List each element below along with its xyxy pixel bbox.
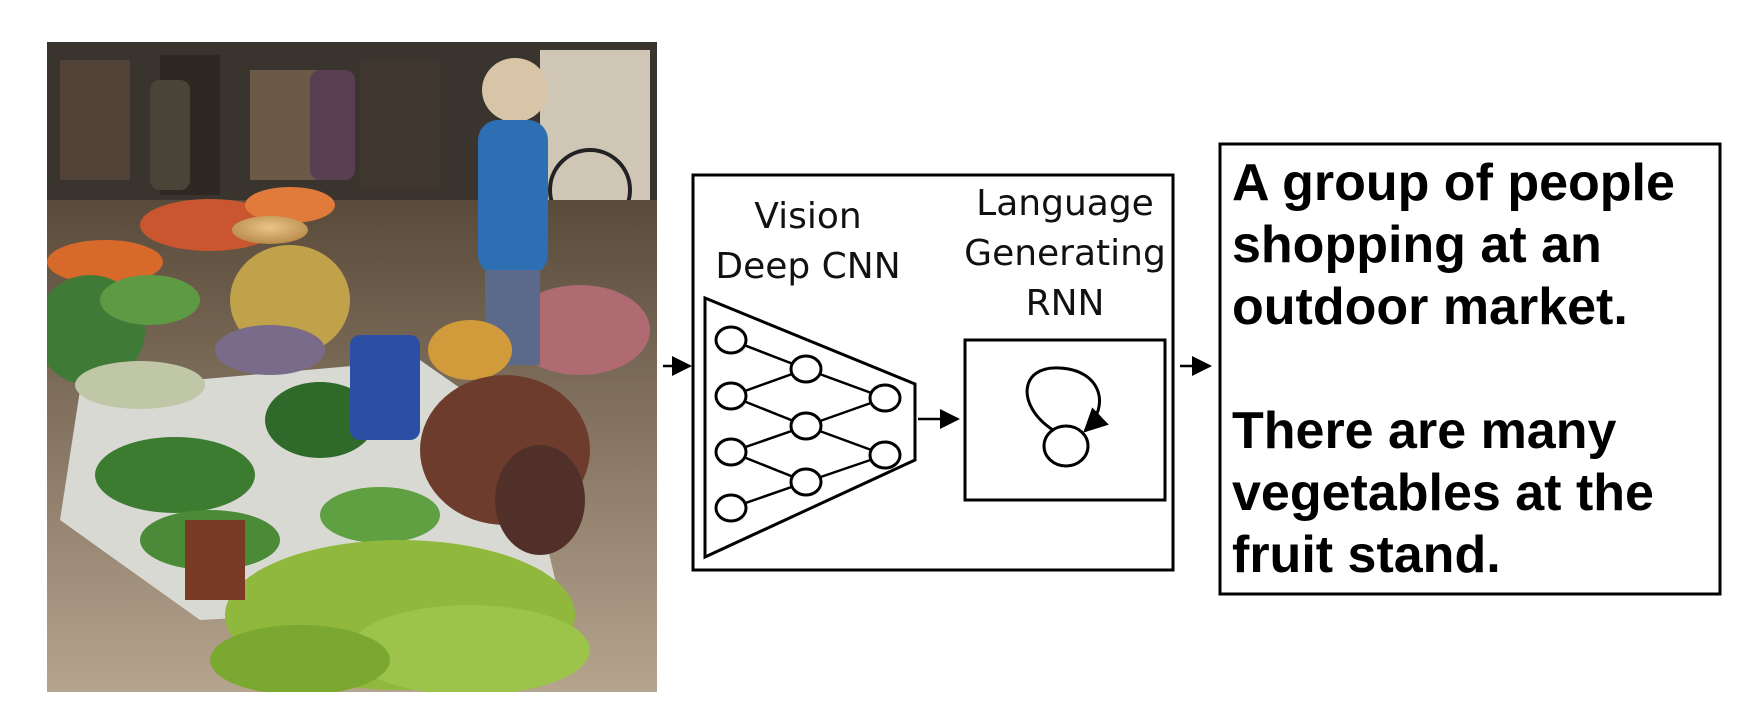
model-box xyxy=(691,173,1175,572)
rnn-title-line1: Language xyxy=(976,183,1154,224)
market-photo xyxy=(47,42,657,692)
rnn-title-line2: Generating xyxy=(964,233,1166,274)
vision-title-line2: Deep CNN xyxy=(715,246,900,287)
caption-box xyxy=(1218,142,1722,596)
caption-line-6: vegetables at the xyxy=(1232,464,1654,522)
vision-title-line1: Vision xyxy=(754,196,861,237)
rnn-box xyxy=(963,338,1167,502)
rnn-title-line3: RNN xyxy=(1026,283,1105,324)
cnn-network-icon xyxy=(703,295,917,560)
caption-line-3: outdoor market. xyxy=(1232,278,1628,336)
caption-line-2: shopping at an xyxy=(1232,216,1602,274)
caption-line-1: A group of people xyxy=(1232,154,1675,212)
caption-line-5: There are many xyxy=(1232,402,1616,460)
caption-line-7: fruit stand. xyxy=(1232,526,1501,584)
recurrent-loop-icon xyxy=(1025,366,1109,468)
